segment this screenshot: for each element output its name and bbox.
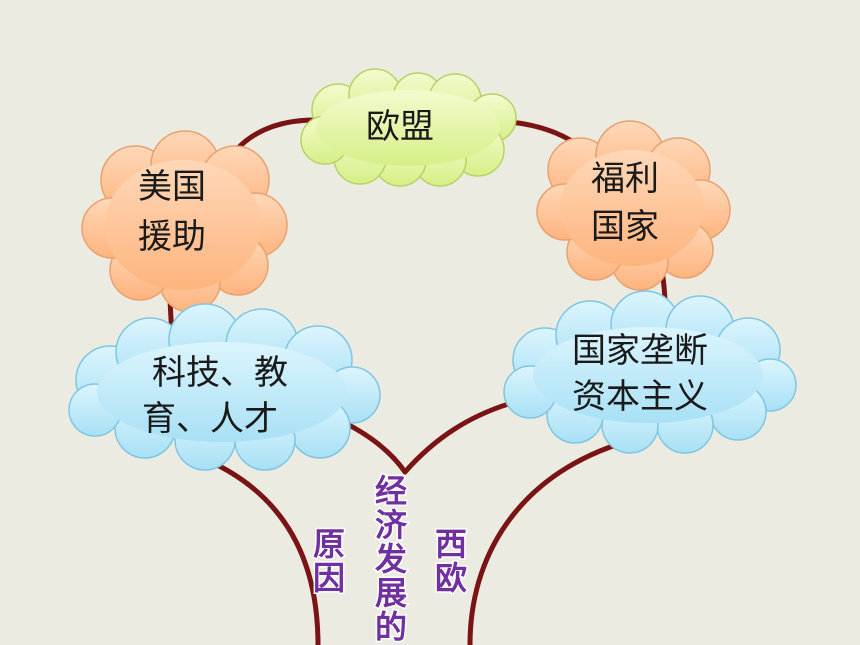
cloud-us-aid[interactable]: 美国 援助 <box>81 130 288 313</box>
cloud-state-monopoly-label-line2: 资本主义 <box>572 377 708 417</box>
vertical-label-left: 原 因 <box>311 524 346 599</box>
branch-fork-right <box>402 399 518 475</box>
branch-lines <box>167 117 668 645</box>
cloud-us-aid-label-line1: 美国 <box>138 167 206 207</box>
vertical-label-left-char: 原 <box>313 525 345 563</box>
vertical-label-middle-char: 展 <box>375 574 407 612</box>
cloud-state-monopoly-label-line1: 国家垄断 <box>572 331 708 371</box>
cloud-welfare[interactable]: 福利 国家 <box>536 120 731 291</box>
vertical-label-middle-char: 经 <box>375 472 407 510</box>
vertical-label-right-char: 西 <box>435 525 467 563</box>
vertical-label-middle-char: 济 <box>375 506 408 544</box>
cloud-welfare-label-line2: 国家 <box>591 207 659 247</box>
vertical-label-left-char: 因 <box>313 559 345 597</box>
branch-trunk-left <box>192 452 321 645</box>
branch-arc-top-left <box>235 117 318 151</box>
cloud-us-aid-label-line2: 援助 <box>138 217 206 257</box>
cloud-state-monopoly[interactable]: 国家垄断 资本主义 <box>503 290 797 454</box>
cloud-tech-education[interactable]: 科技、教 育、人才 <box>68 303 381 471</box>
cloud-tech-education-label-line2: 育、人才 <box>142 399 278 439</box>
vertical-label-middle-char: 发 <box>375 540 407 578</box>
vertical-label-middle-char: 的 <box>375 608 407 645</box>
cloud-eu-label: 欧盟 <box>366 107 434 147</box>
cloud-eu[interactable]: 欧盟 <box>300 68 517 187</box>
branch-trunk-right <box>467 435 643 645</box>
cloud-tech-education-label-line1: 科技、教 <box>152 353 288 393</box>
vertical-label-right-char: 欧 <box>435 559 467 597</box>
vertical-label-right: 西 欧 <box>433 524 468 599</box>
vertical-label-middle: 经 济 发 展 的 <box>373 471 409 645</box>
cloud-welfare-label-line1: 福利 <box>591 159 659 199</box>
